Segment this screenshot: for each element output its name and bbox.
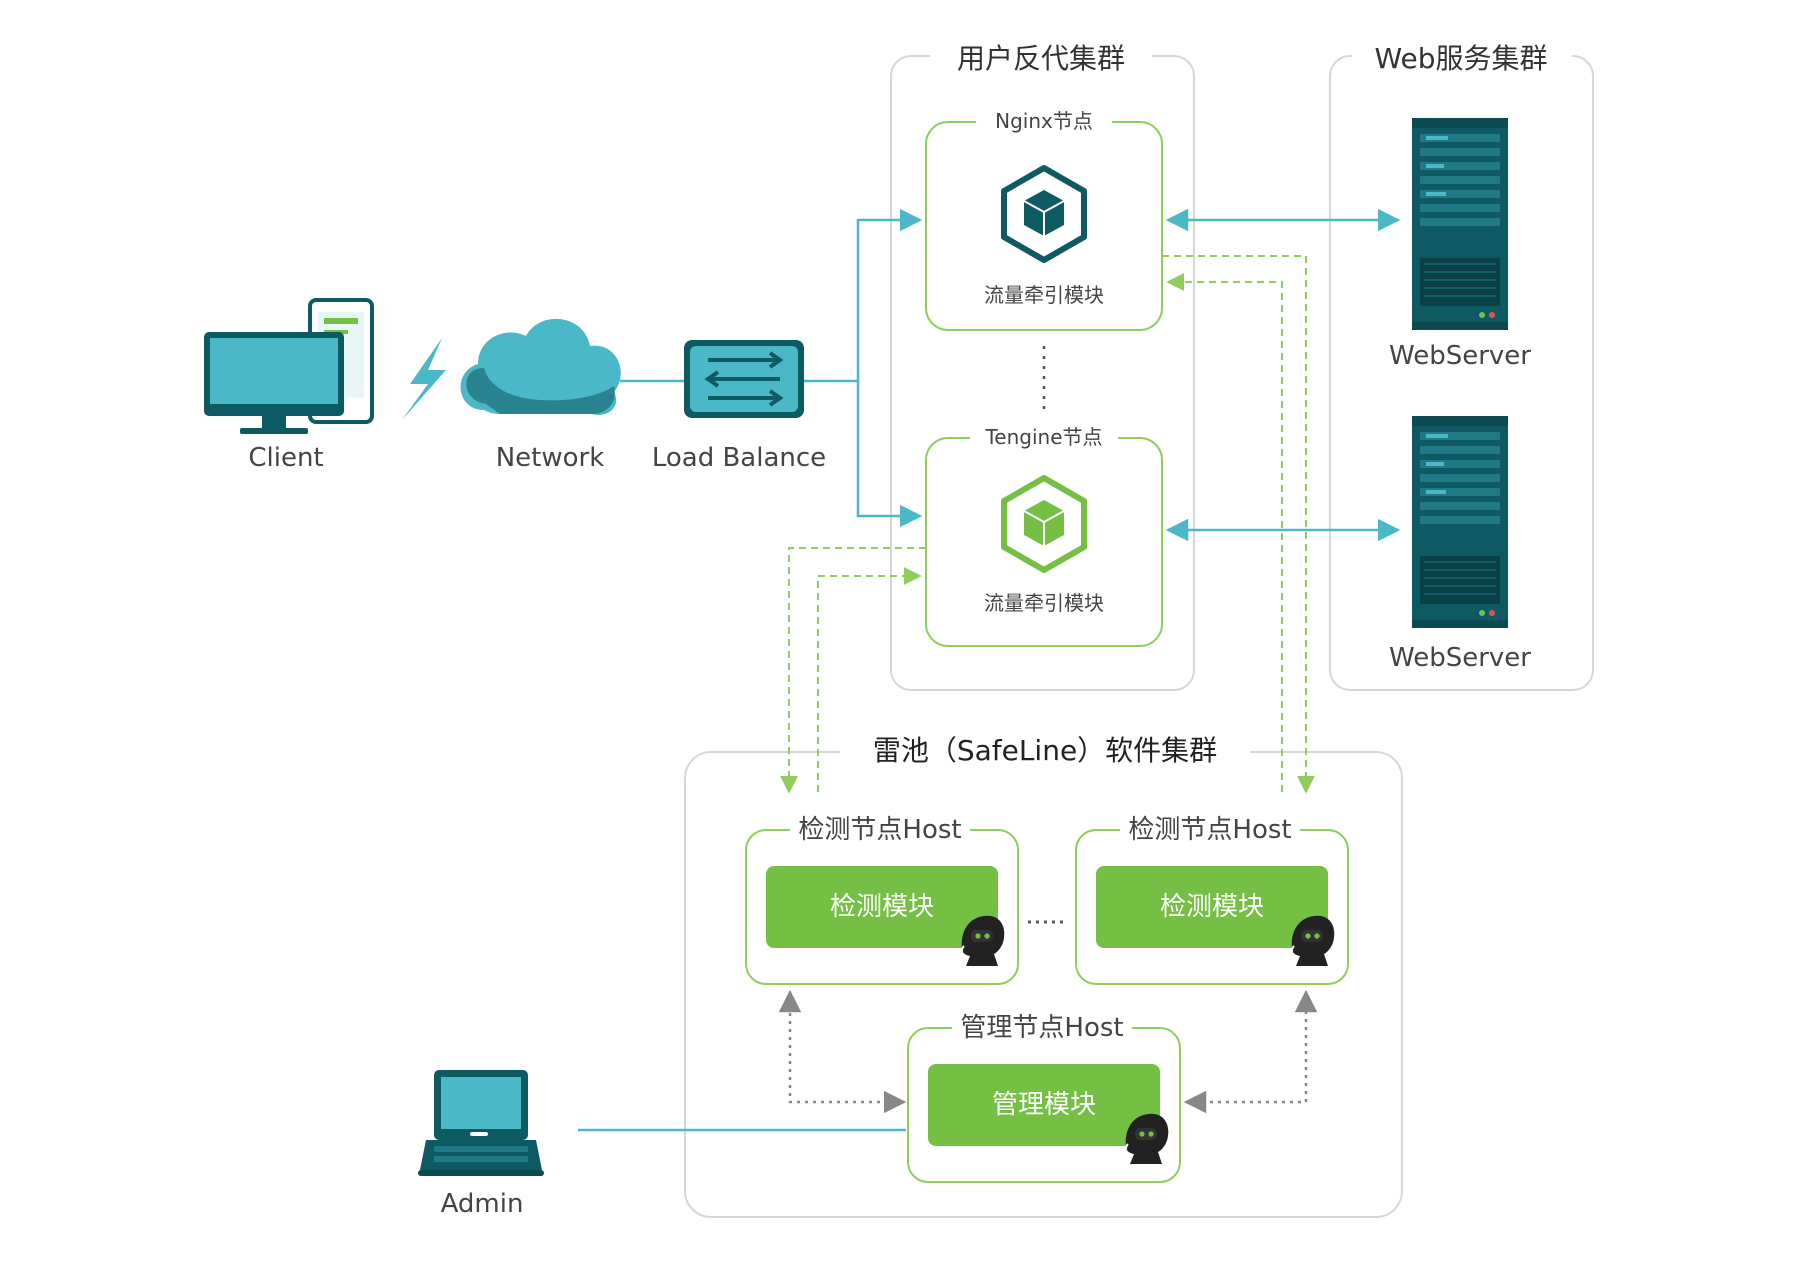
tengine-node-title: Tengine节点: [984, 425, 1102, 449]
detect-module-2[interactable]: [1096, 866, 1328, 948]
manage-module-label: 管理模块: [992, 1090, 1096, 1120]
nginx-cube-icon: [1001, 165, 1087, 263]
lb-to-nginx-arrow: [804, 208, 923, 383]
nginx-to-detect-dashed: [1162, 255, 1315, 794]
lb-to-tengine-arrow: [856, 381, 923, 528]
detect-to-tengine-dashed: [817, 567, 922, 792]
detect-host-1[interactable]: 检测节点Host 检测模块: [745, 812, 1019, 985]
nginx-node[interactable]: Nginx节点 流量牵引模块: [925, 108, 1163, 331]
server-rack-icon: [1411, 117, 1509, 331]
manage-host-title: 管理节点Host: [960, 1013, 1123, 1043]
manage-module[interactable]: [928, 1064, 1160, 1146]
detect-host-1-title: 检测节点Host: [798, 815, 961, 845]
lightning-icon: [402, 338, 446, 420]
computer-phone-icon: [204, 298, 374, 434]
manage-detect1-dotted: [778, 989, 907, 1114]
admin-label: Admin: [441, 1189, 524, 1219]
web-cluster: Web服务集群: [1329, 38, 1594, 691]
manage-host[interactable]: 管理节点Host 管理模块: [907, 1010, 1181, 1183]
safeline-cluster: 雷池（SafeLine）软件集群: [684, 728, 1403, 1218]
detect-module-1[interactable]: [766, 866, 998, 948]
webserver-2[interactable]: WebServer: [1389, 415, 1531, 673]
server-rack-icon: [1411, 415, 1509, 629]
tengine-to-detect-dashed: [780, 547, 926, 794]
network[interactable]: Network: [460, 318, 621, 473]
manage-detect2-dotted: [1183, 989, 1318, 1114]
webserver-2-label: WebServer: [1389, 643, 1531, 673]
tengine-module-label: 流量牵引模块: [984, 591, 1104, 615]
detect-module-2-label: 检测模块: [1160, 892, 1264, 922]
load-balance-label: Load Balance: [652, 443, 826, 473]
web-cluster-title: Web服务集群: [1374, 42, 1547, 75]
client[interactable]: Client: [204, 298, 374, 473]
switch-icon: [684, 340, 804, 418]
load-balance[interactable]: Load Balance: [652, 340, 826, 473]
tengine-cube-icon: [1001, 475, 1087, 573]
webserver-1[interactable]: WebServer: [1389, 117, 1531, 371]
cloud-icon: [460, 318, 621, 415]
proxy-cluster: 用户反代集群: [890, 38, 1195, 691]
nginx-module-label: 流量牵引模块: [984, 283, 1104, 307]
tengine-node[interactable]: Tengine节点 流量牵引模块: [925, 424, 1163, 647]
webserver-1-label: WebServer: [1389, 341, 1531, 371]
admin[interactable]: Admin: [418, 1070, 544, 1219]
detect-module-1-label: 检测模块: [830, 892, 934, 922]
network-label: Network: [496, 443, 605, 473]
laptop-icon: [418, 1070, 544, 1176]
safeline-cluster-title: 雷池（SafeLine）软件集群: [873, 734, 1217, 767]
detect-to-nginx-dashed: [1166, 273, 1283, 792]
proxy-cluster-title: 用户反代集群: [957, 42, 1125, 75]
nginx-node-title: Nginx节点: [995, 109, 1093, 133]
client-label: Client: [248, 443, 323, 473]
detect-host-2[interactable]: 检测节点Host 检测模块: [1075, 812, 1349, 985]
detect-host-2-title: 检测节点Host: [1128, 815, 1291, 845]
